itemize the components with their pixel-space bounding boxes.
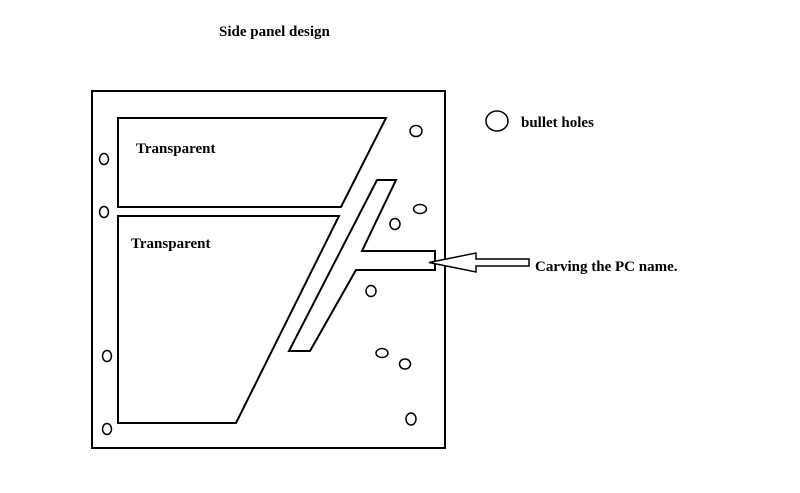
bullet-holes — [98, 124, 428, 436]
transparent-window-top — [117, 117, 388, 208]
bullet-hole — [98, 205, 110, 219]
bullet-hole — [365, 284, 377, 298]
bullet-hole — [409, 124, 423, 138]
diagram-title: Side panel design — [219, 24, 331, 40]
bullet-hole — [375, 347, 389, 359]
bullet-hole — [405, 412, 417, 426]
bullet-hole — [101, 349, 113, 363]
carving-slot — [287, 179, 436, 352]
side-panel-outline — [91, 90, 446, 449]
transparent-window-bottom-label: Transparent — [131, 236, 210, 252]
carving-annotation-label: Carving the PC name. — [535, 259, 678, 275]
transparent-window-top-label: Transparent — [136, 141, 215, 157]
carving-arrow — [428, 252, 530, 273]
bullet-hole — [412, 203, 428, 215]
bullet-hole — [398, 358, 412, 370]
bullet-hole-legend-icon — [485, 110, 509, 132]
bullet-hole — [101, 422, 113, 436]
transparent-window-bottom — [117, 215, 341, 424]
bullet-hole — [389, 217, 401, 231]
bullet-hole — [98, 152, 110, 166]
bullet-holes-legend-label: bullet holes — [521, 115, 594, 131]
